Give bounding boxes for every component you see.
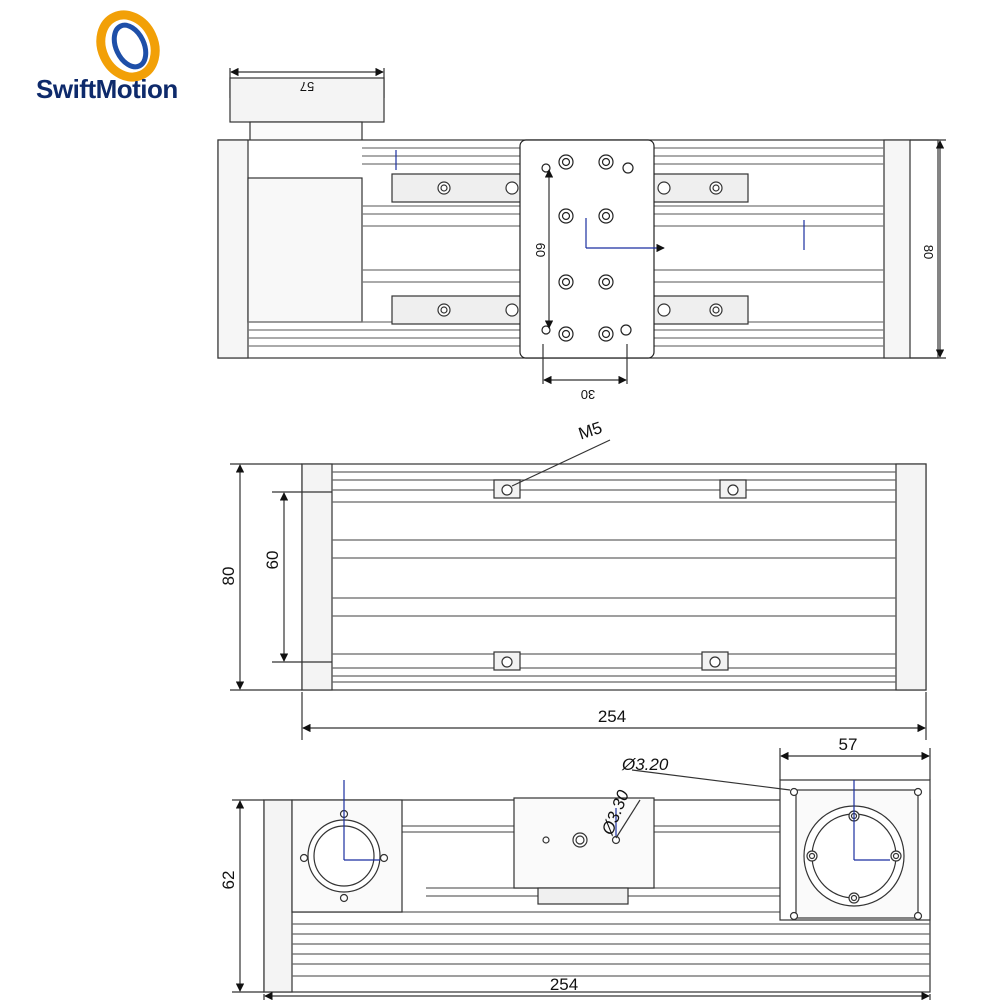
bottom-view — [232, 748, 931, 1000]
dim-mid-width-80: 80 — [219, 567, 238, 586]
brand-name: SwiftMotion — [36, 74, 178, 104]
dim-bot-flange-57: 57 — [839, 735, 858, 754]
dim-top-carriage-30: 30 — [581, 387, 595, 402]
dim-top-motor-57: 57 — [300, 79, 314, 94]
dim-mid-hole-m5: M5 — [576, 418, 604, 443]
middle-view — [230, 439, 927, 740]
dim-mid-slot-60: 60 — [263, 551, 282, 570]
brand-logo — [96, 10, 160, 82]
top-view — [217, 67, 946, 385]
dim-mid-length-254: 254 — [598, 707, 626, 726]
dim-top-carriage-60: 60 — [533, 243, 548, 257]
logo-ring-icon — [96, 10, 160, 82]
dim-bot-length-254: 254 — [550, 975, 578, 994]
dim-top-width-80: 80 — [921, 245, 936, 259]
dim-bot-hole-3-20: Ø3.20 — [621, 755, 669, 774]
top-view-dims: 57 60 30 80 — [300, 79, 936, 402]
dim-bot-height-62: 62 — [219, 871, 238, 890]
